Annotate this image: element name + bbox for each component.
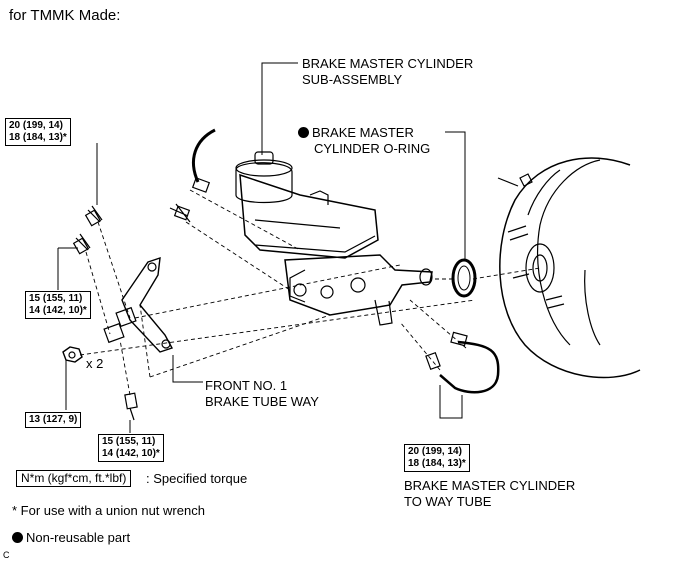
torque-box-right: 20 (199, 14) 18 (184, 13)* <box>404 444 470 472</box>
torque-unit-legend-box: N*m (kgf*cm, ft.*lbf) <box>16 470 132 487</box>
o-ring <box>451 258 477 298</box>
torque-box-bottom: 15 (155, 11) 14 (142, 10)* <box>98 434 164 462</box>
non-reusable-dot-icon <box>12 532 23 543</box>
figure-code: C <box>3 550 10 560</box>
page-title: for TMMK Made: <box>9 7 121 24</box>
tube-way-label: FRONT NO. 1 BRAKE TUBE WAY <box>205 378 319 409</box>
brake-tube-way-bracket <box>103 256 174 353</box>
torque-box-mid-left: 15 (155, 11) 14 (142, 10)* <box>25 291 91 319</box>
brake-booster <box>497 157 641 379</box>
nut-count-label: x 2 <box>86 356 104 371</box>
non-reusable-dot-icon <box>298 127 309 138</box>
torque-box-nut: 13 (127, 9) <box>25 412 82 428</box>
torque-unit-legend-text: : Specified torque <box>146 471 248 486</box>
master-cylinder <box>235 151 433 326</box>
o-ring-label: BRAKE MASTER CYLINDER O-RING <box>298 125 430 157</box>
torque-box-top-left: 20 (199, 14) 18 (184, 13)* <box>5 118 71 146</box>
way-tube-label: BRAKE MASTER CYLINDER TO WAY TUBE <box>404 478 576 509</box>
non-reusable-legend: Non-reusable part <box>12 530 130 546</box>
master-cylinder-label: BRAKE MASTER CYLINDER SUB-ASSEMBLY <box>302 56 474 87</box>
union-nut-footnote: * For use with a union nut wrench <box>12 503 205 518</box>
